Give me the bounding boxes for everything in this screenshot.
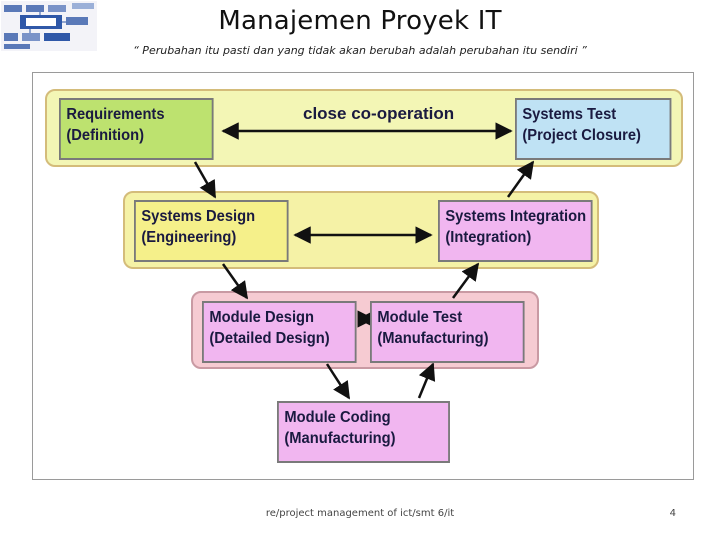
arrow-mtest-to-integration bbox=[451, 262, 480, 299]
box-systems-design-phase: (Engineering) bbox=[141, 229, 237, 246]
box-module-design: Module Design (Detailed Design) bbox=[202, 301, 357, 363]
arrow-module-to-coding bbox=[325, 363, 351, 400]
diagram-arrows bbox=[193, 122, 535, 400]
arrow-req-to-design bbox=[193, 161, 217, 199]
box-module-test-phase: (Manufacturing) bbox=[377, 330, 489, 347]
box-systems-integration-phase: (Integration) bbox=[445, 229, 532, 246]
box-systems-test-phase: (Project Closure) bbox=[522, 127, 641, 144]
arrow-coding-to-mtest bbox=[417, 362, 436, 399]
box-systems-design-title: Systems Design bbox=[141, 208, 256, 225]
page-title: Manajemen Proyek IT bbox=[218, 6, 502, 36]
box-systems-integration: Systems Integration (Integration) bbox=[438, 200, 593, 262]
box-requirements-phase: (Definition) bbox=[66, 127, 145, 144]
box-requirements: Requirements (Definition) bbox=[59, 98, 214, 160]
box-systems-integration-title: Systems Integration bbox=[445, 208, 587, 225]
v-model-diagram: Requirements (Definition) close co-opera… bbox=[32, 72, 694, 480]
cooperation-label: close co-operation bbox=[303, 104, 455, 123]
box-module-test-title: Module Test bbox=[377, 309, 463, 326]
flowchart-logo-icon bbox=[1, 1, 97, 51]
box-module-test: Module Test (Manufacturing) bbox=[370, 301, 525, 363]
box-requirements-title: Requirements bbox=[66, 106, 165, 123]
arrow-integration-to-test bbox=[506, 160, 535, 198]
page-subtitle: “ Perubahan itu pasti dan yang tidak aka… bbox=[133, 44, 587, 57]
page-number: 4 bbox=[669, 508, 676, 519]
box-module-design-title: Module Design bbox=[209, 309, 315, 326]
box-module-coding-title: Module Coding bbox=[284, 409, 391, 426]
arrow-design-to-module bbox=[221, 263, 249, 300]
box-module-design-phase: (Detailed Design) bbox=[209, 330, 330, 347]
box-module-coding: Module Coding (Manufacturing) bbox=[277, 401, 450, 463]
box-module-coding-phase: (Manufacturing) bbox=[284, 430, 396, 447]
footer-text: re/project management of ict/smt 6/it bbox=[265, 508, 455, 519]
box-systems-design: Systems Design (Engineering) bbox=[134, 200, 289, 262]
box-systems-test-title: Systems Test bbox=[522, 106, 617, 123]
box-systems-test: Systems Test (Project Closure) bbox=[515, 98, 672, 160]
